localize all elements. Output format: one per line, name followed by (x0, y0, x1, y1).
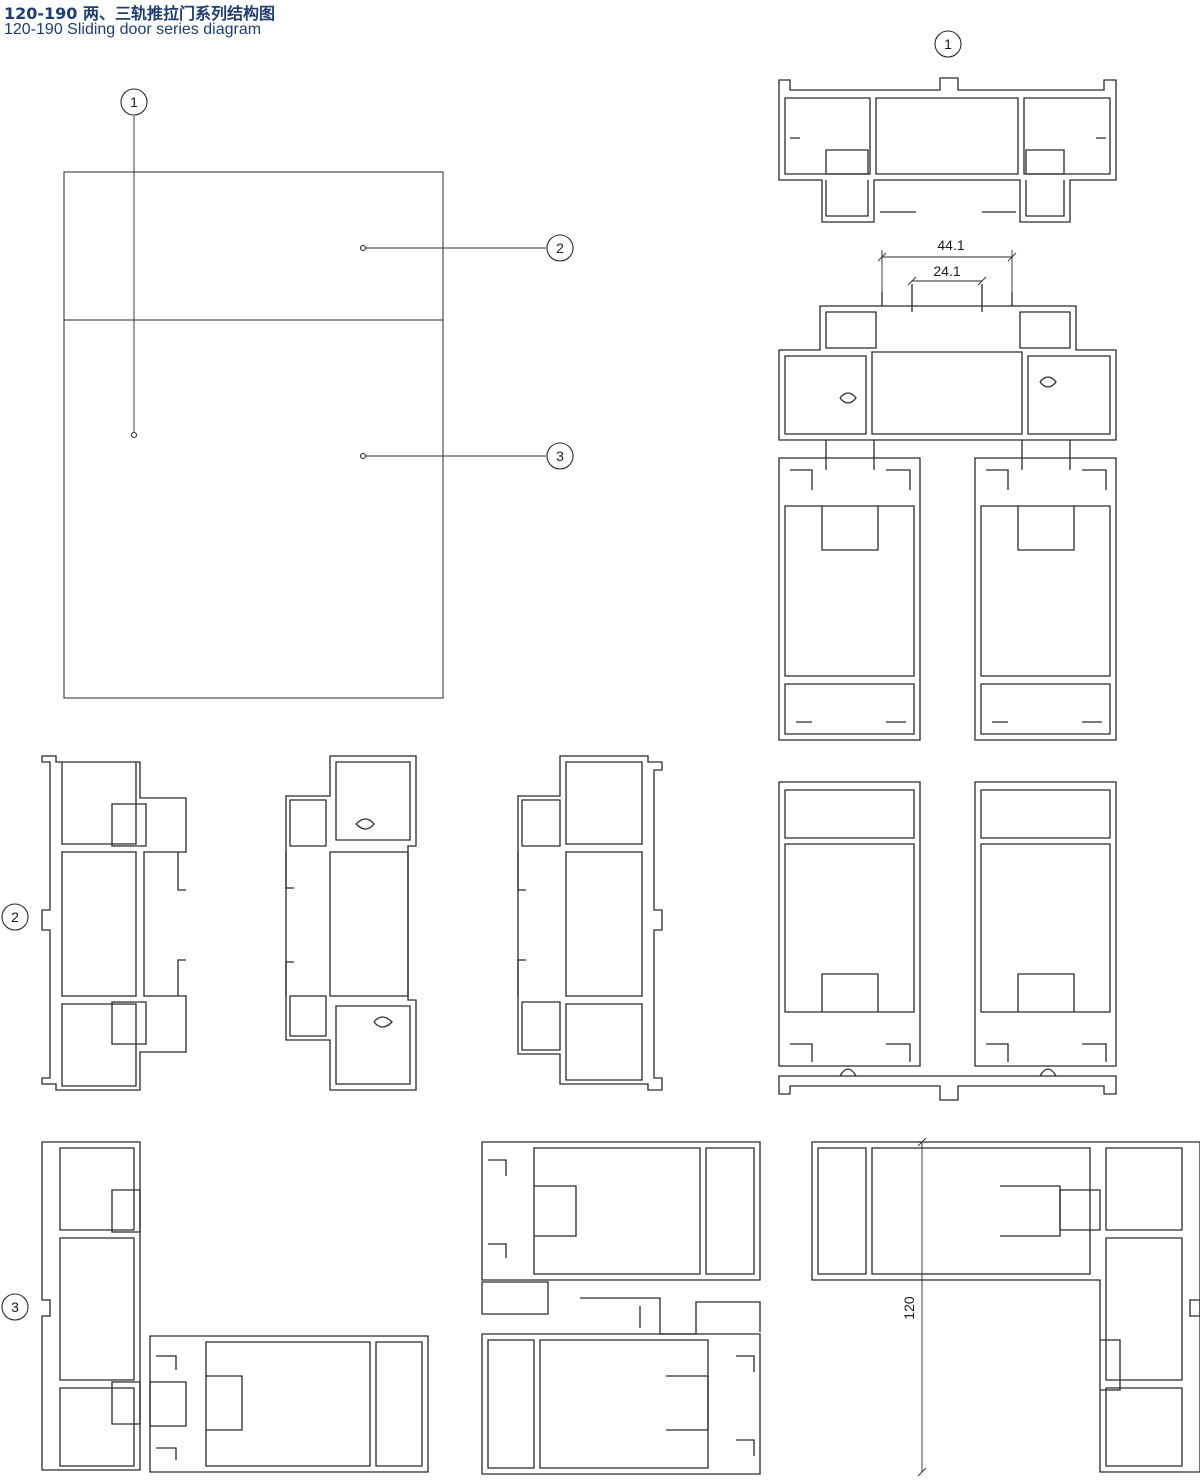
callout-label: 2 (556, 240, 564, 256)
dimension-label: 24.1 (933, 263, 960, 279)
section-2-left-profile (41, 755, 187, 1091)
section-1-lower-right-sash-profile (974, 781, 1117, 1067)
callout-3-point (359, 452, 367, 460)
diagram-title-chinese: 120-190 两、三轨推拉门系列结构图 (4, 4, 276, 23)
section-1-left-sash-profile (778, 440, 921, 741)
callout-2-point (359, 244, 367, 252)
callout-bubble-3-elevation: 3 (546, 442, 574, 470)
section-3-middle-connector-profile (481, 1281, 761, 1335)
section-3-middle-upper-profile (481, 1141, 761, 1281)
section-2-right-profile (517, 755, 663, 1091)
callout-bubble-2-section: 2 (1, 903, 29, 931)
callout-label: 1 (130, 94, 138, 110)
dimension-44-1: 44.1 (877, 237, 1017, 292)
dimension-label: 44.1 (937, 237, 964, 253)
callout-bubble-2-elevation: 2 (546, 234, 574, 262)
callout-label: 1 (944, 36, 952, 52)
callout-label: 3 (11, 1299, 19, 1315)
callout-bubble-1-section: 1 (934, 30, 962, 58)
section-3-middle-lower-profile (481, 1333, 761, 1475)
door-frame-outline (63, 171, 444, 699)
dimension-24-1: 24.1 (907, 263, 987, 286)
section-3-left-sash-profile (149, 1335, 429, 1473)
section-1-top-frame-profile (778, 77, 1117, 223)
dimension-120: 120 (901, 1137, 927, 1477)
callout-bubble-3-section: 3 (1, 1293, 29, 1321)
section-2-middle-profile (285, 755, 417, 1091)
section-1-right-sash-profile (974, 440, 1117, 741)
section-1-bottom-sill-profile (778, 1068, 1117, 1101)
section-1-lower-left-sash-profile (778, 781, 921, 1067)
section-3-right-frame-profile (811, 1141, 1200, 1473)
callout-label: 3 (556, 448, 564, 464)
door-elevation (63, 116, 546, 699)
diagram-title-english: 120-190 Sliding door series diagram (4, 21, 262, 38)
callout-bubble-1-elevation: 1 (120, 88, 148, 116)
section-1-sash-top-profile (778, 284, 1117, 441)
callout-1-point (130, 431, 138, 439)
dimension-label: 120 (901, 1296, 917, 1320)
callout-label: 2 (11, 909, 19, 925)
section-3-left-frame-profile (41, 1141, 141, 1471)
